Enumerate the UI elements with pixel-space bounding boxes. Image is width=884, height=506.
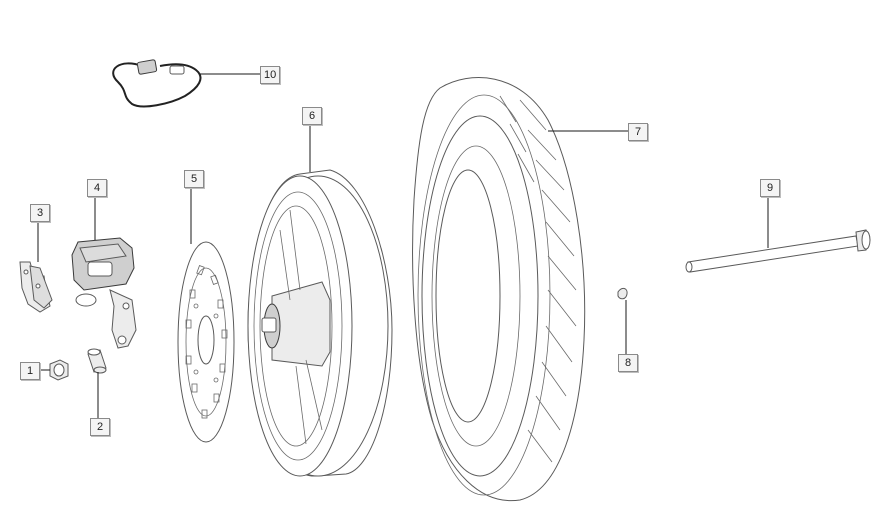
callout-3: 3 bbox=[30, 204, 50, 222]
part-7-tire bbox=[412, 77, 586, 502]
callout-1: 1 bbox=[20, 362, 40, 380]
part-8-clip bbox=[617, 287, 628, 300]
callout-7: 7 bbox=[628, 123, 648, 141]
callout-6: 6 bbox=[302, 107, 322, 125]
part-1-nut bbox=[49, 359, 69, 381]
part-3-brake-pads bbox=[19, 261, 53, 313]
callout-4: 4 bbox=[87, 179, 107, 197]
leader-lines bbox=[37, 73, 769, 418]
part-4-brake-caliper bbox=[71, 237, 137, 349]
callout-10: 10 bbox=[260, 66, 281, 84]
callout-8: 8 bbox=[618, 354, 638, 372]
callout-2: 2 bbox=[90, 418, 110, 436]
callout-9: 9 bbox=[760, 179, 780, 197]
part-9-axle bbox=[685, 229, 871, 273]
part-2-spacer bbox=[87, 348, 107, 374]
part-5-brake-disc bbox=[177, 241, 235, 443]
part-6-wheel-rim bbox=[247, 169, 393, 477]
callout-5: 5 bbox=[184, 170, 204, 188]
part-10-sensor-cable bbox=[112, 59, 202, 108]
